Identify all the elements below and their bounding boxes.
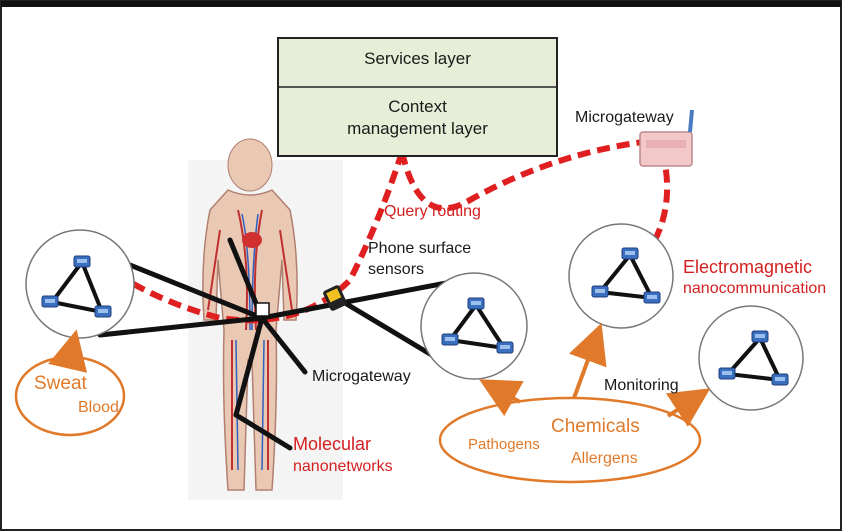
sweat-blood-ellipse bbox=[14, 355, 126, 437]
chemicals-ellipse bbox=[438, 396, 702, 484]
sensor-network-phone bbox=[420, 272, 528, 380]
sweat-label: Sweat bbox=[34, 373, 87, 394]
microgateway-body-label: Microgateway bbox=[312, 368, 411, 385]
monitoring-label: Monitoring bbox=[604, 377, 679, 394]
electromagnetic-label: Electromagnetic bbox=[683, 257, 813, 277]
chemicals-label: Chemicals bbox=[551, 416, 640, 437]
body-microgateway-icon bbox=[255, 302, 270, 317]
nanocommunication-label: nanocommunication bbox=[683, 280, 827, 297]
microgateway-top-label: Microgateway bbox=[575, 109, 674, 126]
phone-sensors-label-line2: sensors bbox=[368, 261, 425, 278]
phone-icon bbox=[323, 285, 347, 311]
allergens-label: Allergens bbox=[571, 450, 638, 467]
route-to-microgateway bbox=[399, 137, 661, 212]
router-icon bbox=[639, 109, 694, 167]
services-layer-label: Services layer bbox=[364, 49, 471, 68]
sensor-network-left bbox=[25, 229, 135, 339]
connection-lines bbox=[97, 237, 465, 451]
pathogens-label: Pathogens bbox=[468, 436, 540, 453]
phone-sensors-label-line1: Phone surface bbox=[368, 240, 472, 257]
top-bar bbox=[1, 1, 841, 7]
nanonetworks-label: nanonetworks bbox=[293, 458, 393, 475]
query-routing-label: Query routing bbox=[384, 203, 481, 220]
context-layer-label-line1: Context bbox=[388, 97, 447, 116]
route-to-body bbox=[128, 151, 405, 324]
layers-box bbox=[277, 37, 558, 157]
sensor-network-em bbox=[568, 223, 674, 329]
blood-label: Blood bbox=[78, 399, 119, 416]
molecular-label: Molecular bbox=[293, 434, 372, 454]
sensor-network-monitoring bbox=[698, 305, 804, 411]
source-arrows bbox=[48, 322, 711, 427]
human-body-icon bbox=[188, 138, 343, 500]
context-layer-label-line2: management layer bbox=[347, 119, 488, 138]
